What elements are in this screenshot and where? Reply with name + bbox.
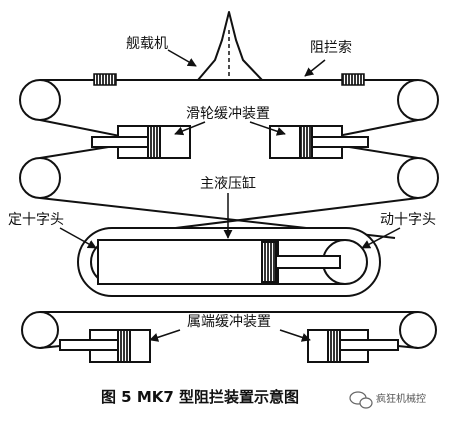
right-end-damper bbox=[307, 329, 399, 363]
figure-caption: 图 5 MK7 型阻拦装置示意图 bbox=[101, 388, 299, 406]
cable-clamp-right bbox=[341, 73, 365, 86]
arrow-fixed-crosshead bbox=[59, 227, 97, 249]
arrow-cable bbox=[304, 59, 326, 77]
bottom-right-sheave bbox=[399, 311, 437, 349]
arrow-sheave-damper-left bbox=[174, 121, 206, 136]
label-end-damper: 属端缓冲装置 bbox=[187, 314, 271, 330]
left-sheave-damper bbox=[91, 125, 191, 159]
bottom-left-sheave bbox=[21, 311, 59, 349]
aircraft-icon bbox=[197, 11, 263, 81]
left-end-damper bbox=[59, 329, 151, 363]
cable-clamp-left bbox=[93, 73, 117, 86]
label-sheave-damper: 滑轮缓冲装置 bbox=[186, 105, 270, 122]
mid-left-sheave bbox=[19, 157, 61, 199]
label-arresting-cable: 阻拦索 bbox=[310, 39, 352, 56]
arrow-moving-crosshead bbox=[361, 227, 401, 249]
label-main-cylinder: 主液压缸 bbox=[200, 175, 256, 192]
label-fixed-crosshead: 定十字头 bbox=[8, 212, 64, 228]
right-sheave-damper bbox=[269, 125, 369, 159]
arrow-aircraft bbox=[167, 49, 197, 67]
label-moving-crosshead: 动十字头 bbox=[380, 212, 436, 228]
main-hydraulic-cylinder bbox=[97, 239, 341, 285]
watermark-text: 疯狂机械控 bbox=[376, 392, 426, 405]
arrow-end-damper-left bbox=[149, 329, 181, 342]
top-right-sheave bbox=[397, 79, 439, 121]
arrow-sheave-damper-right bbox=[249, 121, 286, 136]
top-left-sheave bbox=[19, 79, 61, 121]
mid-right-sheave bbox=[397, 157, 439, 199]
arrow-end-damper-right bbox=[279, 329, 311, 342]
label-carrier-aircraft: 舰载机 bbox=[126, 36, 168, 52]
wechat-bubble-icon bbox=[349, 391, 373, 409]
